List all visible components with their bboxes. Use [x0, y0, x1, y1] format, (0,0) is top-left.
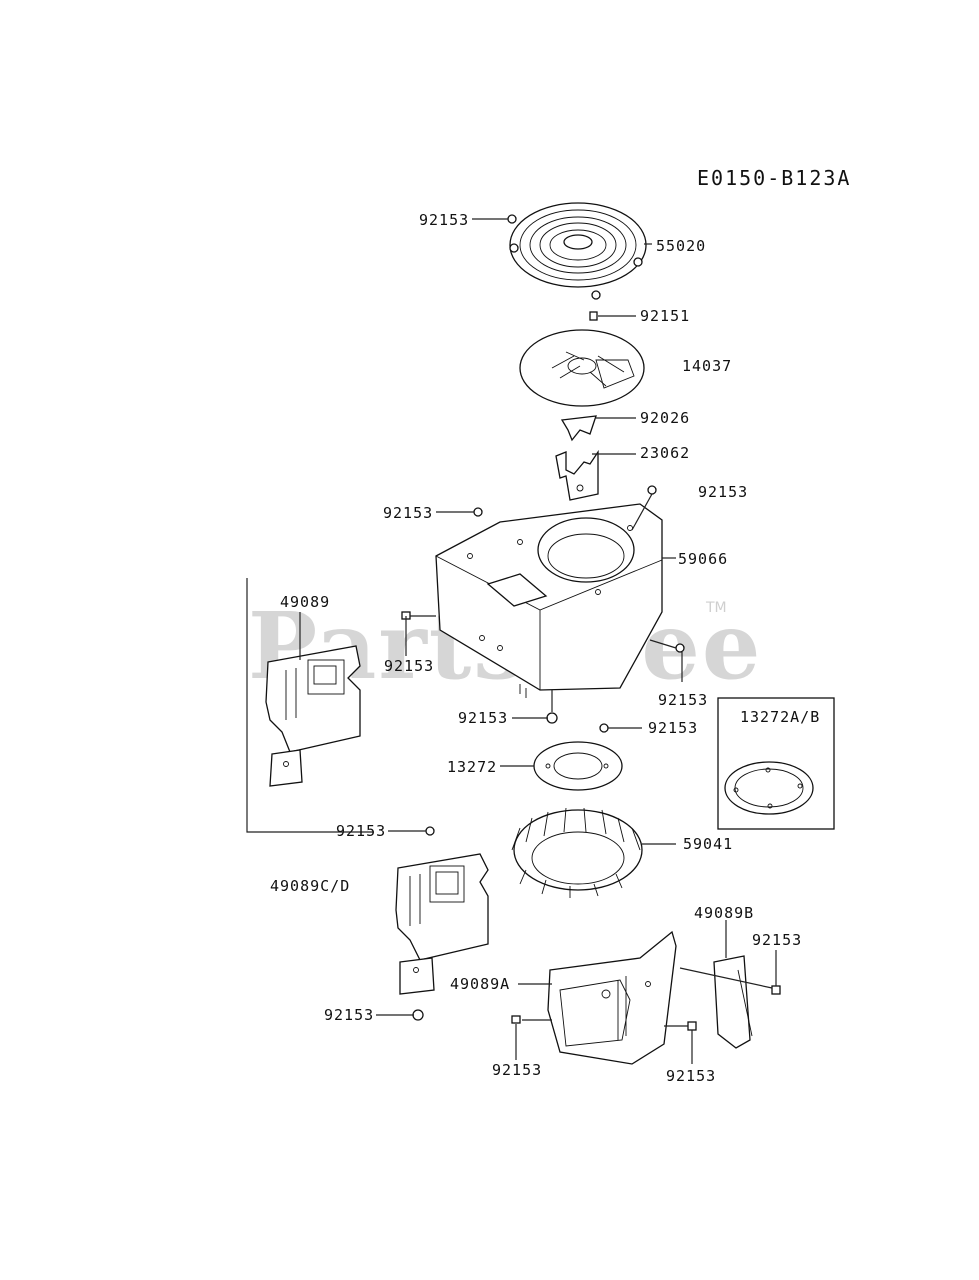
label-59066: 59066 — [678, 550, 728, 568]
label-92153-b: 92153 — [698, 483, 748, 501]
screw-92153-i[interactable] — [511, 1015, 521, 1024]
part-13272-plate[interactable] — [533, 741, 623, 791]
label-92153-i: 92153 — [492, 1061, 542, 1079]
part-92026-bracket[interactable] — [560, 415, 597, 442]
screw-92153-k[interactable] — [771, 985, 781, 995]
screw-92153-b[interactable] — [647, 485, 657, 495]
screw-92153-e[interactable] — [546, 712, 558, 724]
label-92153-d: 92153 — [658, 691, 708, 709]
screw-92153-g[interactable] — [425, 826, 435, 836]
part-49089cd-baffle[interactable] — [395, 853, 489, 995]
screw-92153-f[interactable] — [599, 723, 609, 733]
screw-92151[interactable] — [589, 311, 598, 321]
label-49089b: 49089B — [694, 904, 754, 922]
label-13272ab: 13272A/B — [740, 708, 820, 726]
label-49089: 49089 — [280, 593, 330, 611]
label-23062: 23062 — [640, 444, 690, 462]
inset-13272ab[interactable] — [717, 697, 835, 830]
screw-92153-top[interactable] — [507, 214, 517, 224]
label-13272: 13272 — [447, 758, 497, 776]
part-14037-fan-plate[interactable] — [519, 329, 645, 407]
screw-92153-h-lower[interactable] — [412, 1009, 424, 1021]
screw-92153-j[interactable] — [687, 1021, 697, 1031]
label-92153-a: 92153 — [383, 504, 433, 522]
part-49089a-baffle[interactable] — [547, 930, 677, 1065]
label-92153-f: 92153 — [648, 719, 698, 737]
label-92153-k: 92153 — [324, 1006, 374, 1024]
label-92153-j: 92153 — [666, 1067, 716, 1085]
label-49089cd: 49089C/D — [270, 877, 350, 895]
label-14037: 14037 — [682, 357, 732, 375]
leader-lines — [299, 218, 777, 1064]
label-49089a: 49089A — [450, 975, 510, 993]
label-92151: 92151 — [640, 307, 690, 325]
part-49089b-panel[interactable] — [713, 955, 753, 1049]
label-92153-top: 92153 — [419, 211, 469, 229]
watermark-tm: TM — [705, 600, 727, 616]
part-49089-baffle[interactable] — [265, 645, 361, 787]
label-92153-g: 92153 — [336, 822, 386, 840]
part-59066-shroud[interactable] — [435, 503, 663, 698]
label-92153-e: 92153 — [458, 709, 508, 727]
label-59041: 59041 — [683, 835, 733, 853]
part-59041-fan[interactable] — [511, 807, 643, 898]
label-92026: 92026 — [640, 409, 690, 427]
part-23062-bracket[interactable] — [555, 449, 599, 501]
screw-92153-a[interactable] — [473, 507, 483, 517]
label-92153-h: 92153 — [752, 931, 802, 949]
part-55020-screen[interactable] — [509, 202, 647, 300]
inset-49089 — [246, 578, 374, 833]
label-55020: 55020 — [656, 237, 706, 255]
label-92153-c: 92153 — [384, 657, 434, 675]
diagram-code: E0150-B123A — [697, 166, 851, 190]
screw-92153-d[interactable] — [675, 643, 685, 653]
